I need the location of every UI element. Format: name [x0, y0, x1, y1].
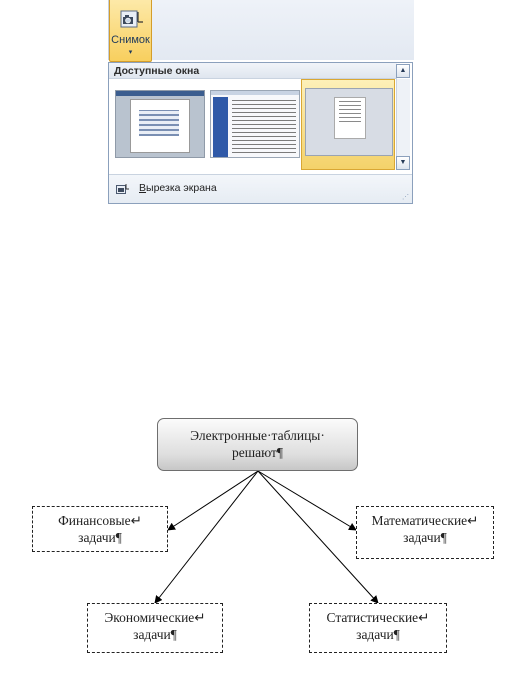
resize-grip-icon[interactable]: ⋰ [402, 194, 409, 201]
screen-clipping-icon [116, 184, 129, 194]
diagram-root-node: Электронные·таблицы· решают¶ [157, 418, 358, 471]
arrow-to-economic [154, 470, 259, 604]
screen-clipping-item[interactable]: Вырезка экрана ⋰ [109, 174, 412, 203]
node-statistical-line-2: задачи¶ [356, 627, 400, 642]
chevron-down-icon[interactable]: ▾ [128, 49, 133, 56]
root-line-2: решают¶ [231, 445, 284, 460]
window-thumbnail-3-selected[interactable] [301, 79, 395, 170]
arrow-to-financial [167, 470, 259, 531]
root-line-1: Электронные·таблицы· [190, 428, 325, 443]
window-thumbnail-2[interactable] [210, 90, 300, 158]
thumbnail-titlebar [211, 91, 299, 95]
camera-icon [120, 10, 143, 28]
thumbnail-page [334, 97, 366, 139]
thumbnail-document [130, 99, 190, 153]
gallery-header: Доступные окна [109, 63, 397, 79]
ribbon-strip [108, 0, 414, 60]
scroll-down-button[interactable]: ▼ [396, 156, 410, 170]
node-mathematical: Математические↵ задачи¶ [356, 506, 494, 559]
screenshot-button[interactable]: Снимок ▾ [109, 0, 152, 62]
thumbnail-sidebar [213, 97, 228, 157]
node-financial-line-1: Финансовые↵ [58, 513, 142, 528]
thumbnail-titlebar [116, 91, 204, 96]
thumbnail-rows [232, 97, 296, 153]
node-financial-line-2: задачи¶ [78, 530, 122, 545]
node-statistical: Статистические↵ задачи¶ [309, 603, 447, 653]
node-statistical-line-1: Статистические↵ [326, 610, 430, 625]
node-economic-line-2: задачи¶ [133, 627, 177, 642]
scroll-up-button[interactable]: ▲ [396, 64, 410, 78]
arrow-to-mathematical [257, 470, 357, 531]
screenshot-button-label: Снимок [111, 34, 150, 46]
node-financial: Финансовые↵ задачи¶ [32, 506, 168, 552]
node-mathematical-line-1: Математические↵ [371, 513, 479, 528]
node-economic-line-1: Экономические↵ [104, 610, 206, 625]
node-economic: Экономические↵ задачи¶ [87, 603, 223, 653]
node-mathematical-line-2: задачи¶ [403, 530, 447, 545]
screen-clipping-label[interactable]: Вырезка экрана [139, 182, 217, 194]
available-windows-gallery: Доступные окна ▲ ▼ Вырезка экрана ⋰ [108, 62, 413, 204]
gallery-scrollbar[interactable] [396, 79, 410, 156]
window-thumbnail-1[interactable] [115, 90, 205, 158]
thumbnail-window [305, 88, 393, 156]
